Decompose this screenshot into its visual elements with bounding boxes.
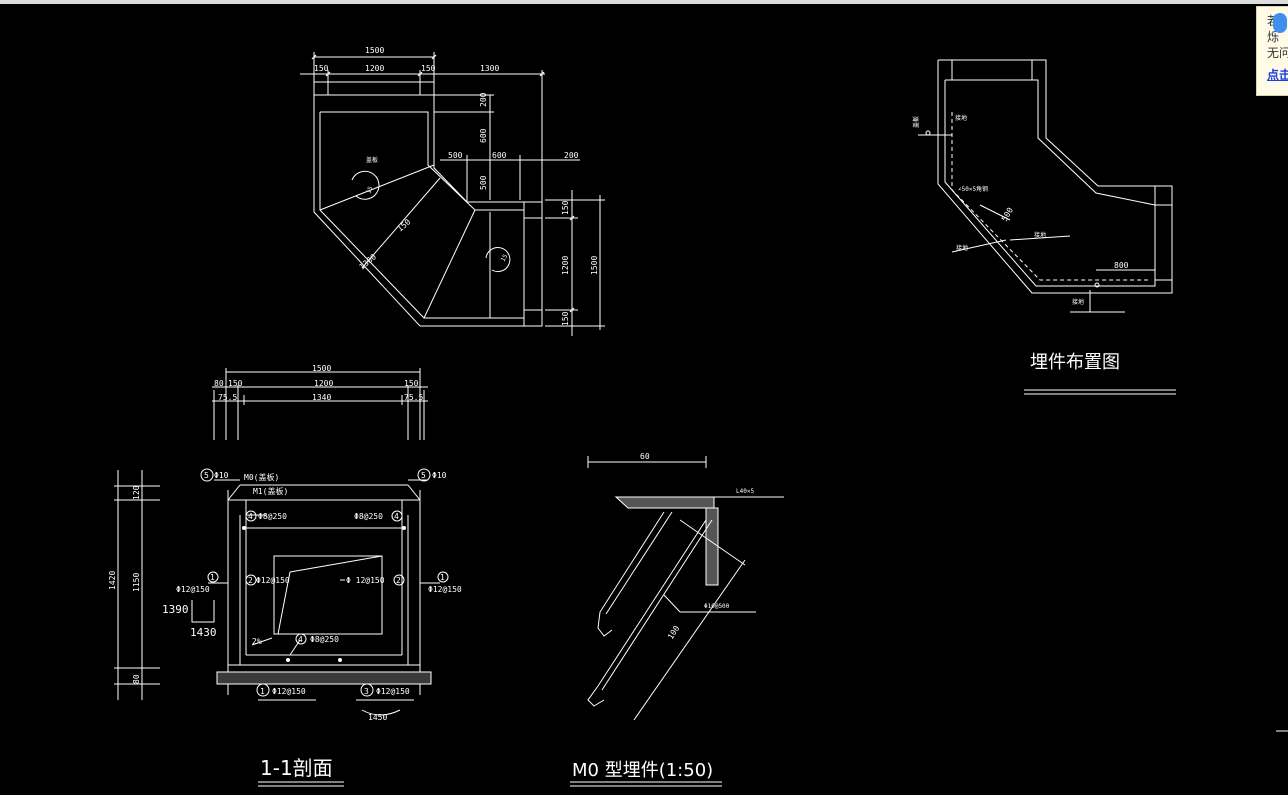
plan-dim-500-vert: 500: [479, 175, 488, 190]
embed-layout-label-ground-4: 接地: [1072, 298, 1084, 306]
label-m0-cover: M0(盖板): [244, 472, 279, 482]
rebar-4-right-spec: Φ8@250: [354, 512, 383, 521]
embed-layout-label-cover: 盖板: [912, 116, 920, 128]
rebar-1-right-spec: Φ12@150: [428, 585, 462, 594]
section-dim-1200: 1200: [314, 379, 333, 388]
rebar-1-bottom-num: 1: [260, 687, 265, 696]
embed-layout-view: [918, 59, 1176, 395]
plan-dim-inner-width: 1200: [365, 64, 384, 73]
embed-layout-label-ground-2: 接地: [956, 244, 968, 252]
plan-dim-200-top: 200: [479, 92, 488, 107]
plan-dim-extension: 1300: [480, 64, 499, 73]
rebar-2-left-spec: Φ12@150: [256, 576, 290, 585]
plan-dim-diagonal: 150: [396, 217, 413, 233]
rebar-3-bottom-spec: Φ12@150: [376, 687, 410, 696]
plan-dim-600-h: 600: [492, 151, 507, 160]
plan-dim-600-vert: 600: [479, 128, 488, 143]
rebar-4-bottom-spec: Φ8@250: [310, 635, 339, 644]
section-dim-75-left: 75.5: [218, 393, 237, 402]
section-label-1390: 1390: [162, 603, 189, 616]
plan-view: [300, 52, 605, 336]
rebar-4-right-num: 4: [394, 512, 399, 521]
rebar-4-bottom-num: 4: [298, 635, 303, 644]
plan-dim-total-width: 1500: [365, 46, 384, 55]
m0-embed-title: M0 型埋件(1:50): [572, 760, 714, 781]
rebar-2-right-spec: Φ 12@150: [346, 576, 385, 585]
section-title: 1-1剖面: [260, 756, 333, 780]
notification-icon: [1273, 13, 1287, 33]
plan-label-slope-1: 15: [365, 185, 374, 195]
rebar-1-left-spec: Φ12@150: [176, 585, 210, 594]
rebar-2-left-num: 2: [248, 576, 253, 585]
section-dim-1150: 1150: [132, 573, 141, 592]
section-dim-80-bottom: 80: [132, 674, 141, 684]
label-m1-cover: M1(盖板): [253, 486, 288, 496]
plan-dim-500-h: 500: [448, 151, 463, 160]
plan-dim-150-top: 150: [561, 200, 570, 215]
section-dim-150-right: 150: [404, 379, 419, 388]
section-label-1450: 1450: [368, 713, 387, 722]
m0-dim-diagonal: 100: [666, 624, 681, 641]
plan-dim-diagonal-small: 1300: [358, 252, 379, 271]
plan-label-cover: 盖板: [366, 156, 378, 164]
m0-dim-top: 60: [640, 452, 650, 461]
plan-dim-150-bottom: 150: [561, 311, 570, 326]
rebar-5-left-num: 5: [204, 471, 209, 480]
section-label-1430: 1430: [190, 626, 217, 639]
section-view: [114, 368, 440, 787]
section-dim-150-left: 150: [228, 379, 243, 388]
embed-layout-dim-500: 500: [1000, 206, 1015, 223]
rebar-5-left-spec: Φ10: [214, 471, 229, 480]
embed-layout-label-ground-3: 接地: [1034, 231, 1046, 239]
slope-label: 2%: [252, 637, 262, 646]
rebar-1-left-num: 1: [210, 573, 215, 582]
popup-link[interactable]: 点击: [1267, 68, 1288, 82]
embed-layout-title: 埋件布置图: [1030, 352, 1120, 373]
section-dim-80: 80: [214, 379, 224, 388]
plan-dim-left-wall: 150: [314, 64, 329, 73]
rebar-1-right-num: 1: [440, 573, 445, 582]
section-dim-1340: 1340: [312, 393, 331, 402]
popup-line-2: 烁: [1267, 30, 1280, 44]
rebar-5-right-num: 5: [421, 471, 426, 480]
section-dim-120: 120: [132, 485, 141, 500]
plan-dim-right-wall: 150: [421, 64, 436, 73]
rebar-4-left-num: 4: [248, 512, 253, 521]
section-dim-total: 1500: [312, 364, 331, 373]
plan-dim-1500-vert: 1500: [590, 256, 599, 275]
rebar-4-left-spec: Φ8@250: [258, 512, 287, 521]
m0-bar-label: Φ10@500: [704, 603, 730, 610]
rebar-2-right-num: 2: [396, 576, 401, 585]
m0-angle-label: L40×5: [736, 488, 754, 495]
rebar-3-bottom-num: 3: [364, 687, 369, 696]
section-dim-1420: 1420: [108, 571, 117, 590]
popup-line-3: 无问: [1267, 46, 1288, 60]
embed-layout-label-angle: ∠50×5角钢: [958, 185, 988, 193]
m0-embed-view: [570, 456, 784, 787]
embed-layout-dim-800: 800: [1114, 261, 1129, 270]
plan-dim-1200-vert: 1200: [561, 256, 570, 275]
plan-label-slope-2: 15: [500, 253, 510, 263]
window-top-bar: [0, 0, 1288, 4]
rebar-1-bottom-spec: Φ12@150: [272, 687, 306, 696]
notification-popup[interactable]: 若 烁 无问 点击: [1256, 6, 1288, 96]
section-dim-75-right: 75.5: [404, 393, 423, 402]
plan-dim-200-h: 200: [564, 151, 579, 160]
rebar-5-right-spec: Φ10: [432, 471, 447, 480]
embed-layout-label-ground-1: 接地: [955, 114, 967, 122]
